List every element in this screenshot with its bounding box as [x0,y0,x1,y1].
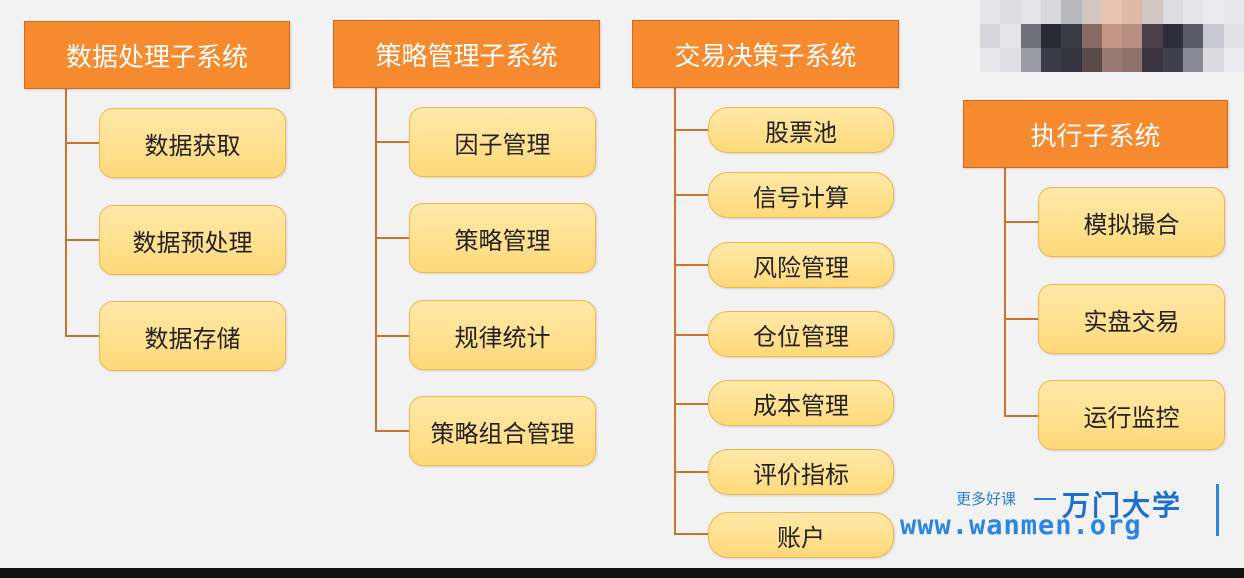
connector-line [1004,415,1039,417]
bottom-border [0,568,1244,578]
connector-line [674,471,709,473]
node-data-preprocessing: 数据预处理 [99,205,286,275]
node-simulated-matching: 模拟撮合 [1038,187,1225,257]
connector-line [674,129,709,131]
connector-line [375,88,377,432]
connector-line [375,237,410,239]
connector-line [375,430,410,432]
node-signal-calculation: 信号计算 [708,172,894,218]
connector-line [674,264,709,266]
watermark-dash [1034,498,1056,500]
node-account: 账户 [708,512,894,558]
node-portfolio-management: 策略组合管理 [409,396,596,466]
connector-line [65,142,100,144]
node-stock-pool: 股票池 [708,107,894,153]
connector-line [65,335,100,337]
connector-line [375,335,410,337]
connector-line [375,141,410,143]
header-trading-decision: 交易决策子系统 [632,20,899,88]
watermark-tagline: 更多好课 [956,490,1017,508]
wanmen-watermark: 更多好课 万门大学 www.wanmen.org [900,484,1230,544]
header-data-processing: 数据处理子系统 [24,21,290,89]
node-risk-management: 风险管理 [708,242,894,288]
connector-line [674,403,709,405]
header-execution: 执行子系统 [963,100,1228,168]
connector-line [65,88,67,336]
connector-line [65,239,100,241]
connector-line [674,334,709,336]
connector-line [674,88,676,535]
watermark-url: www.wanmen.org [900,510,1142,541]
node-live-trading: 实盘交易 [1038,284,1225,354]
connector-line [1004,221,1039,223]
header-strategy-management: 策略管理子系统 [333,20,600,88]
connector-line [674,533,709,535]
node-pattern-statistics: 规律统计 [409,300,596,370]
connector-line [674,194,709,196]
node-evaluation-metrics: 评价指标 [708,449,894,495]
connector-line [1004,318,1039,320]
node-runtime-monitoring: 运行监控 [1038,380,1225,450]
node-factor-management: 因子管理 [409,107,596,177]
watermark-brand: 万门大学 [1062,489,1183,522]
node-position-management: 仓位管理 [708,311,894,357]
node-strategy-management: 策略管理 [409,203,596,273]
watermark-bar [1216,484,1219,536]
node-data-storage: 数据存储 [99,301,286,371]
node-data-acquisition: 数据获取 [99,108,286,178]
connector-line [1004,168,1006,417]
node-cost-management: 成本管理 [708,380,894,426]
pixelated-webcam-region [980,0,1244,72]
